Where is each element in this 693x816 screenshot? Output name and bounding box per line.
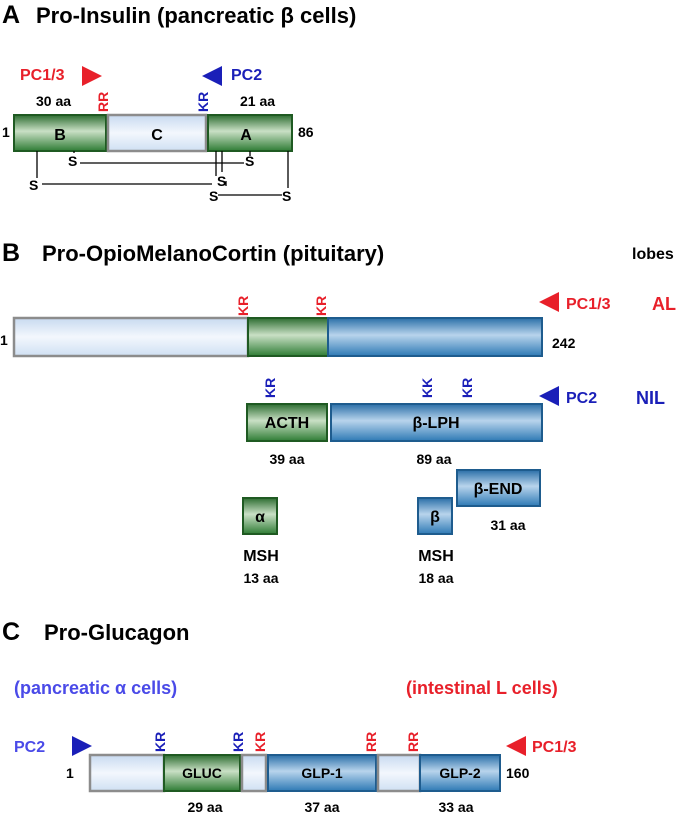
- glp2-length: 33 aa: [438, 799, 473, 815]
- bend-length: 31 aa: [490, 517, 525, 533]
- pc13-arrow-c-icon: [506, 736, 526, 756]
- pomc-end: 242: [552, 335, 576, 351]
- rr-site-a: RR: [95, 92, 111, 112]
- alpha-msh-length: 13 aa: [243, 570, 278, 586]
- alpha-msh-symbol: α: [255, 509, 265, 526]
- c-peptide-segment: [106, 113, 208, 153]
- gluc-segment: [163, 754, 241, 792]
- disulfide-s-5: S: [209, 188, 218, 204]
- beta-msh-fragment: [417, 497, 453, 535]
- alpha-msh-label: MSH: [243, 548, 279, 565]
- glp1-length: 37 aa: [304, 799, 339, 815]
- panel-c-title: Pro-Glucagon: [44, 620, 189, 645]
- ip2-segment: [376, 753, 422, 793]
- panel-c-letter: C: [2, 618, 20, 646]
- pc13-label-c: PC1/3: [532, 739, 577, 756]
- pc13-arrow-b-icon: [539, 292, 559, 312]
- kr-site-b4: KR: [459, 378, 475, 398]
- b-chain-length: 30 aa: [36, 93, 71, 109]
- panel-a: A Pro-Insulin (pancreatic β cells) PC1/3…: [2, 1, 356, 204]
- kr-site-c2: KR: [230, 732, 246, 752]
- disulfide-s-2: S: [245, 153, 254, 169]
- kk-site-b: KK: [419, 378, 435, 398]
- c-peptide-label: C: [151, 127, 163, 144]
- pc13-arrow-a-icon: [82, 66, 102, 86]
- kr-site-c3: KR: [252, 732, 268, 752]
- a-chain-length: 21 aa: [240, 93, 275, 109]
- glp1-label: GLP-1: [301, 765, 342, 781]
- disulfide-s-6: S: [282, 188, 291, 204]
- proglucagon-end: 160: [506, 765, 530, 781]
- disulfide-s-3: S: [29, 177, 38, 193]
- glp2-label: GLP-2: [439, 765, 480, 781]
- b-chain-segment: [13, 114, 107, 152]
- gluc-length: 29 aa: [187, 799, 222, 815]
- pc13-label-a: PC1/3: [20, 67, 65, 84]
- pc13-label-b: PC1/3: [566, 296, 611, 313]
- rr-site-c1: RR: [363, 732, 379, 752]
- kr-site-b2: KR: [313, 296, 329, 316]
- acth-label: ACTH: [265, 415, 309, 432]
- panel-a-title: Pro-Insulin (pancreatic β cells): [36, 3, 356, 28]
- grpp-segment: [88, 753, 166, 793]
- b-chain-label: B: [54, 127, 66, 144]
- lobes-label: lobes: [632, 246, 674, 263]
- pc2-label-a: PC2: [231, 67, 262, 84]
- glp2-segment: [419, 754, 501, 792]
- lobe-nil-label: NIL: [636, 388, 665, 408]
- panel-c: C Pro-Glucagon (pancreatic α cells) (int…: [2, 618, 577, 815]
- a-chain-label: A: [240, 127, 252, 144]
- beta-msh-label: MSH: [418, 548, 454, 565]
- ip1-segment: [240, 753, 268, 793]
- panel-a-letter: A: [2, 1, 20, 29]
- kr-site-b3: KR: [262, 378, 278, 398]
- panel-b-title: Pro-OpioMelanoCortin (pituitary): [42, 241, 384, 266]
- pc2-label-b: PC2: [566, 390, 597, 407]
- glp1-segment: [267, 754, 377, 792]
- pancreatic-cells-label: (pancreatic α cells): [14, 678, 177, 698]
- alpha-msh-fragment: [242, 497, 278, 535]
- disulfide-s-1: S: [68, 153, 77, 169]
- proinsulin-start: 1: [2, 124, 10, 140]
- disulfide-s-4: S: [217, 173, 226, 189]
- blph-length: 89 aa: [416, 451, 451, 467]
- beta-msh-length: 18 aa: [418, 570, 453, 586]
- pomc-acth-segment: [247, 317, 329, 357]
- pc2-arrow-b-icon: [539, 386, 559, 406]
- rr-site-c2: RR: [405, 732, 421, 752]
- pc2-arrow-a-icon: [202, 66, 222, 86]
- lobe-al-label: AL: [652, 294, 676, 314]
- panel-b: B Pro-OpioMelanoCortin (pituitary) lobes…: [0, 239, 676, 586]
- acth-fragment: [246, 403, 328, 442]
- disulfide-bonds: [36, 151, 289, 196]
- kr-site-b1: KR: [235, 296, 251, 316]
- pc2-label-c: PC2: [14, 739, 45, 756]
- blph-label: β-LPH: [412, 415, 459, 432]
- bend-label: β-END: [474, 481, 523, 498]
- pomc-start: 1: [0, 332, 8, 348]
- bend-fragment: [456, 469, 541, 507]
- proglucagon-start: 1: [66, 765, 74, 781]
- panel-b-letter: B: [2, 239, 20, 267]
- blph-fragment: [330, 403, 543, 442]
- beta-msh-symbol: β: [430, 509, 440, 526]
- kr-site-c1: KR: [152, 732, 168, 752]
- acth-length: 39 aa: [269, 451, 304, 467]
- intestinal-cells-label: (intestinal L cells): [406, 678, 558, 698]
- pc2-arrow-c-icon: [72, 736, 92, 756]
- gluc-label: GLUC: [182, 765, 222, 781]
- kr-site-a: KR: [195, 92, 211, 112]
- pomc-n-terminal-segment: [12, 316, 250, 358]
- pomc-blph-segment: [327, 317, 543, 357]
- proinsulin-end: 86: [298, 124, 314, 140]
